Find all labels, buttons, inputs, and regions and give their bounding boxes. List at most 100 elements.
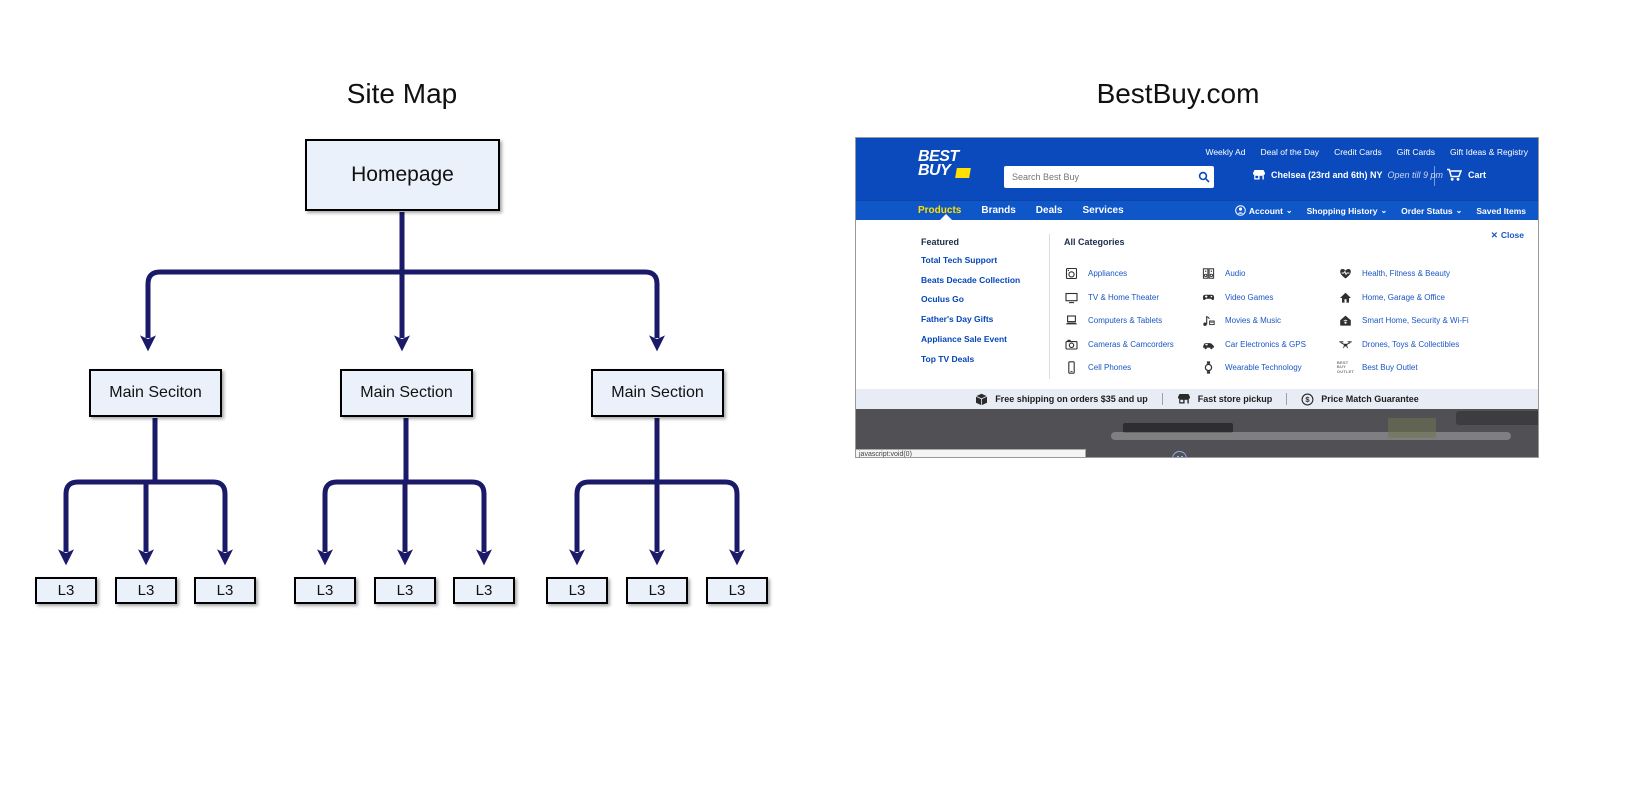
- utility-link-credit-cards[interactable]: Credit Cards: [1334, 147, 1382, 157]
- saved-items-link[interactable]: Saved Items: [1476, 206, 1526, 216]
- featured-link[interactable]: Total Tech Support: [921, 255, 998, 265]
- props-divider: [1161, 393, 1163, 405]
- utility-link-weekly-ad[interactable]: Weekly Ad: [1205, 147, 1246, 157]
- category-column-3: Health, Fitness & Beauty Home, Garage & …: [1336, 257, 1475, 375]
- value-prop-shipping[interactable]: Free shipping on orders $35 and up: [975, 393, 1148, 406]
- sitemap-l3-box: L3: [294, 577, 356, 604]
- value-prop-label: Fast store pickup: [1197, 394, 1273, 404]
- sitemap-title: Site Map: [346, 78, 458, 109]
- sitemap-l3-box: L3: [35, 577, 97, 604]
- search-bar: [1004, 166, 1214, 188]
- value-prop-label: Free shipping on orders $35 and up: [995, 394, 1148, 404]
- store-location[interactable]: Chelsea (23rd and 6th) NY Open till 9 pm: [1252, 169, 1443, 181]
- nav-tab-products[interactable]: Products: [918, 205, 962, 216]
- category-smart-home-security-wifi[interactable]: Smart Home, Security & Wi-Fi: [1338, 314, 1475, 328]
- category-movies-music[interactable]: Movies & Music: [1201, 314, 1338, 328]
- category-label: Appliances: [1088, 269, 1128, 278]
- product-image: [1388, 418, 1436, 438]
- outlet-icon-line1: BEST BUY: [1336, 359, 1349, 370]
- category-car-electronics-gps[interactable]: Car Electronics & GPS: [1201, 337, 1338, 351]
- outlet-icon-line2: OUTLET: [1336, 368, 1355, 374]
- sitemap-l3-box: L3: [115, 577, 177, 604]
- nav-tab-deals[interactable]: Deals: [1035, 205, 1063, 216]
- close-icon: ✕: [1490, 230, 1498, 240]
- saved-items-label: Saved Items: [1476, 205, 1526, 216]
- bestbuy-logo[interactable]: BEST BUY: [918, 149, 971, 179]
- close-menu-button[interactable]: ✕Close: [1491, 230, 1524, 241]
- utility-link-deal-of-day[interactable]: Deal of the Day: [1260, 147, 1320, 157]
- smart-home-icon: [1338, 314, 1353, 327]
- category-label: Cell Phones: [1088, 363, 1132, 372]
- account-menu[interactable]: Account ⌄: [1235, 205, 1293, 216]
- featured-link[interactable]: Beats Decade Collection: [921, 274, 1021, 285]
- category-appliances[interactable]: Appliances: [1064, 267, 1201, 281]
- gamepad-icon: [1201, 291, 1216, 304]
- nav-tab-brands[interactable]: Brands: [981, 205, 1016, 216]
- bestbuy-screenshot: BEST BUY Weekly Ad Deal of the Day Credi…: [855, 137, 1539, 458]
- category-computers-tablets[interactable]: Computers & Tablets: [1064, 314, 1201, 328]
- featured-link[interactable]: Father's Day Gifts: [921, 314, 994, 325]
- search-button[interactable]: [1194, 171, 1214, 183]
- category-label: Movies & Music: [1225, 316, 1282, 325]
- utility-link-gift-cards[interactable]: Gift Cards: [1396, 147, 1436, 157]
- value-prop-pickup[interactable]: Fast store pickup: [1177, 393, 1273, 405]
- category-tv-home-theater[interactable]: TV & Home Theater: [1064, 290, 1201, 304]
- products-mega-menu: ✕Close Featured Total Tech Support Beats…: [856, 214, 1538, 389]
- camera-icon: [1064, 338, 1079, 351]
- sitemap-main-section-box: Main Seciton: [89, 369, 222, 417]
- carousel-pause-button[interactable]: [1172, 451, 1187, 457]
- category-label: Video Games: [1225, 292, 1274, 302]
- category-label: Cameras & Camcorders: [1088, 339, 1174, 349]
- car-icon: [1201, 338, 1216, 351]
- category-audio[interactable]: Audio: [1201, 267, 1338, 281]
- shopping-history-menu[interactable]: Shopping History ⌄: [1307, 206, 1388, 216]
- cart-icon: [1447, 168, 1463, 181]
- category-home-garage-office[interactable]: Home, Garage & Office: [1338, 290, 1475, 304]
- main-nav-right: Account ⌄ Shopping History ⌄ Order Statu…: [1235, 205, 1526, 216]
- pricetag-icon: [955, 168, 971, 178]
- category-column-2: Audio Video Games Movies &: [1201, 257, 1338, 375]
- order-status-menu[interactable]: Order Status ⌄: [1401, 206, 1462, 216]
- category-cell-phones[interactable]: Cell Phones: [1064, 361, 1201, 375]
- home-icon: [1338, 291, 1353, 304]
- sitemap-homepage-box: Homepage: [305, 139, 500, 211]
- laptop-image: [1123, 423, 1233, 433]
- laptop-icon: [1064, 314, 1079, 327]
- cart-button[interactable]: Cart: [1446, 168, 1486, 182]
- sitemap-main-section-box: Main Section: [591, 369, 724, 417]
- cellphone-icon: [1064, 361, 1079, 374]
- category-health-fitness-beauty[interactable]: Health, Fitness & Beauty: [1338, 267, 1475, 281]
- search-input[interactable]: [1004, 172, 1194, 182]
- appliances-icon: [1064, 267, 1079, 280]
- category-video-games[interactable]: Video Games: [1201, 290, 1338, 304]
- value-prop-label: Price Match Guarantee: [1321, 394, 1419, 404]
- value-prop-price-match[interactable]: $ Price Match Guarantee: [1301, 393, 1419, 406]
- featured-link[interactable]: Appliance Sale Event: [921, 333, 1007, 344]
- shopping-history-label: Shopping History: [1306, 205, 1378, 216]
- sitemap-l3-box: L3: [374, 577, 436, 604]
- featured-link[interactable]: Oculus Go: [921, 294, 964, 305]
- menu-divider: [1049, 234, 1050, 379]
- drone-icon: [1338, 338, 1353, 351]
- laptop-image: [1111, 432, 1511, 440]
- chevron-down-icon: ⌄: [1285, 205, 1293, 215]
- main-nav: Products Brands Deals Services Account ⌄…: [856, 200, 1538, 220]
- category-wearable-technology[interactable]: Wearable Technology: [1201, 361, 1338, 375]
- close-label: Close: [1500, 230, 1524, 240]
- props-divider: [1286, 393, 1288, 405]
- utility-link-gift-ideas[interactable]: Gift Ideas & Registry: [1450, 147, 1528, 157]
- sitemap-l3-box: L3: [194, 577, 256, 604]
- bestbuy-header: BEST BUY Weekly Ad Deal of the Day Credi…: [856, 138, 1538, 200]
- svg-text:$: $: [1306, 395, 1311, 404]
- products-menu-caret: [940, 214, 952, 220]
- audio-icon: [1201, 267, 1216, 280]
- category-drones-toys-collectibles[interactable]: Drones, Toys & Collectibles: [1338, 337, 1475, 351]
- movies-music-icon: [1201, 314, 1216, 327]
- category-cameras-camcorders[interactable]: Cameras & Camcorders: [1064, 337, 1201, 351]
- search-icon: [1198, 171, 1210, 183]
- nav-tab-services[interactable]: Services: [1082, 205, 1124, 216]
- featured-link[interactable]: Top TV Deals: [921, 353, 975, 364]
